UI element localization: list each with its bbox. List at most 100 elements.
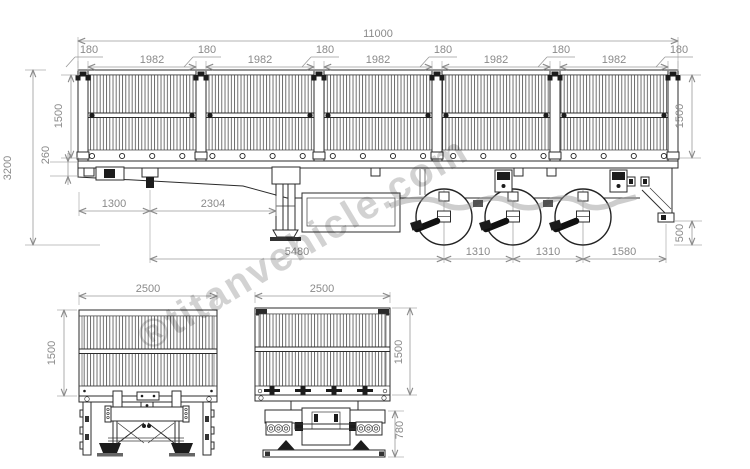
landing-gear-bracket	[271, 166, 301, 185]
front-foot	[171, 443, 193, 453]
post-fitting	[85, 75, 91, 81]
hinge-lock	[89, 112, 95, 119]
floor-roller	[119, 152, 126, 160]
front-cross-beam	[107, 406, 185, 422]
landing-gear	[270, 166, 301, 241]
front-bracket-pad	[104, 169, 115, 178]
rear-brace	[641, 189, 667, 215]
rear-mid-rail	[254, 346, 391, 352]
floor-roller	[239, 152, 246, 160]
suspension-tower	[494, 169, 513, 193]
dim-undercarriage-height: 780	[394, 421, 406, 439]
front-mid-rail	[78, 348, 218, 354]
floor-roller	[660, 152, 667, 160]
tower-pin	[501, 184, 506, 188]
dim-front-height: 1500	[46, 341, 58, 365]
floor-roller	[149, 152, 156, 160]
hinge-lock	[561, 112, 567, 119]
post-fitting	[203, 75, 209, 81]
wall-post	[195, 69, 207, 162]
frame-bottom	[77, 168, 640, 199]
tower-pin	[616, 184, 621, 188]
post-fitting	[675, 75, 681, 81]
floor-roller	[209, 152, 216, 160]
post-fitting	[321, 75, 327, 81]
dim-post-width-0: 180	[80, 44, 98, 56]
floor-roller	[630, 152, 637, 160]
dim-kingpin-to-first-axle: 5480	[285, 246, 309, 258]
floor-roller	[389, 152, 397, 160]
post-fitting	[193, 75, 199, 81]
tower-cap	[612, 172, 625, 180]
rear-foot	[352, 440, 370, 450]
post-base-plate	[430, 151, 444, 160]
post-cap	[197, 71, 205, 77]
hinge-lock	[307, 112, 313, 119]
wheel-box	[355, 421, 383, 436]
dim-axle-spacing-1: 1310	[536, 246, 560, 258]
hinge-lock	[325, 112, 331, 119]
rear-base-plate	[262, 449, 386, 458]
front-view: 2500 1500	[46, 283, 218, 457]
hinge-lock	[661, 112, 667, 119]
floor-roller	[329, 152, 336, 160]
post-fitting	[547, 75, 553, 81]
rear-wheel-group	[265, 421, 293, 436]
equalizer	[543, 200, 553, 207]
floor-roller	[359, 152, 366, 160]
rear-center-frame	[301, 407, 351, 446]
dim-front-width: 2500	[136, 283, 160, 295]
dim-rear-width: 2500	[310, 283, 334, 295]
front-foot	[99, 443, 121, 453]
floor-roller	[450, 152, 457, 160]
landing-gear-base	[270, 237, 301, 241]
dim-rear-frame-height: 500	[674, 224, 686, 242]
front-hinge-plate	[136, 391, 160, 401]
deck-rail	[77, 160, 679, 169]
post-base-plate	[548, 151, 562, 160]
suspension-arm	[549, 217, 580, 233]
dim-last-axle-to-rear: 1580	[612, 246, 636, 258]
front-side-post	[202, 401, 212, 456]
floor-roller	[420, 152, 427, 160]
dim-post-width-1: 180	[198, 44, 216, 56]
dim-panel-width-3: 1982	[484, 54, 508, 66]
suspension-arm	[410, 217, 441, 233]
post-fitting	[439, 75, 445, 81]
post-fitting	[665, 75, 671, 81]
tower-cap	[497, 172, 510, 180]
post-cap	[315, 71, 323, 77]
rear-floor-strip	[254, 394, 391, 402]
wheel	[484, 188, 542, 246]
equalizer	[473, 200, 483, 207]
kingpin	[146, 177, 154, 188]
top-rail	[77, 69, 679, 76]
dim-wall-height-left: 1500	[53, 104, 65, 128]
dim-panel-width-1: 1982	[248, 54, 272, 66]
front-lug	[171, 390, 182, 408]
front-fitting	[83, 167, 95, 177]
front-side-post	[82, 401, 92, 456]
floor-roller	[540, 152, 547, 160]
post-fitting	[311, 75, 317, 81]
dim-post-width-2: 180	[316, 44, 334, 56]
post-base-plate	[194, 151, 208, 160]
dim-overall-height: 3200	[2, 156, 14, 180]
rear-wheel-group	[355, 421, 383, 436]
post-fitting	[75, 75, 81, 81]
kingpin-plate	[141, 167, 159, 178]
frame-fitting	[629, 179, 633, 184]
hinge-lock	[543, 112, 549, 119]
frame-fitting	[643, 179, 647, 184]
post-cap	[79, 71, 87, 77]
dim-front-to-kingpin: 1300	[102, 198, 126, 210]
floor-roller	[179, 152, 186, 160]
mid-rail	[77, 112, 679, 118]
post-base-plate	[666, 151, 680, 160]
hinge-lock	[425, 112, 431, 119]
dim-kingpin-to-landing-gear: 2304	[201, 198, 225, 210]
side-view	[75, 69, 681, 246]
